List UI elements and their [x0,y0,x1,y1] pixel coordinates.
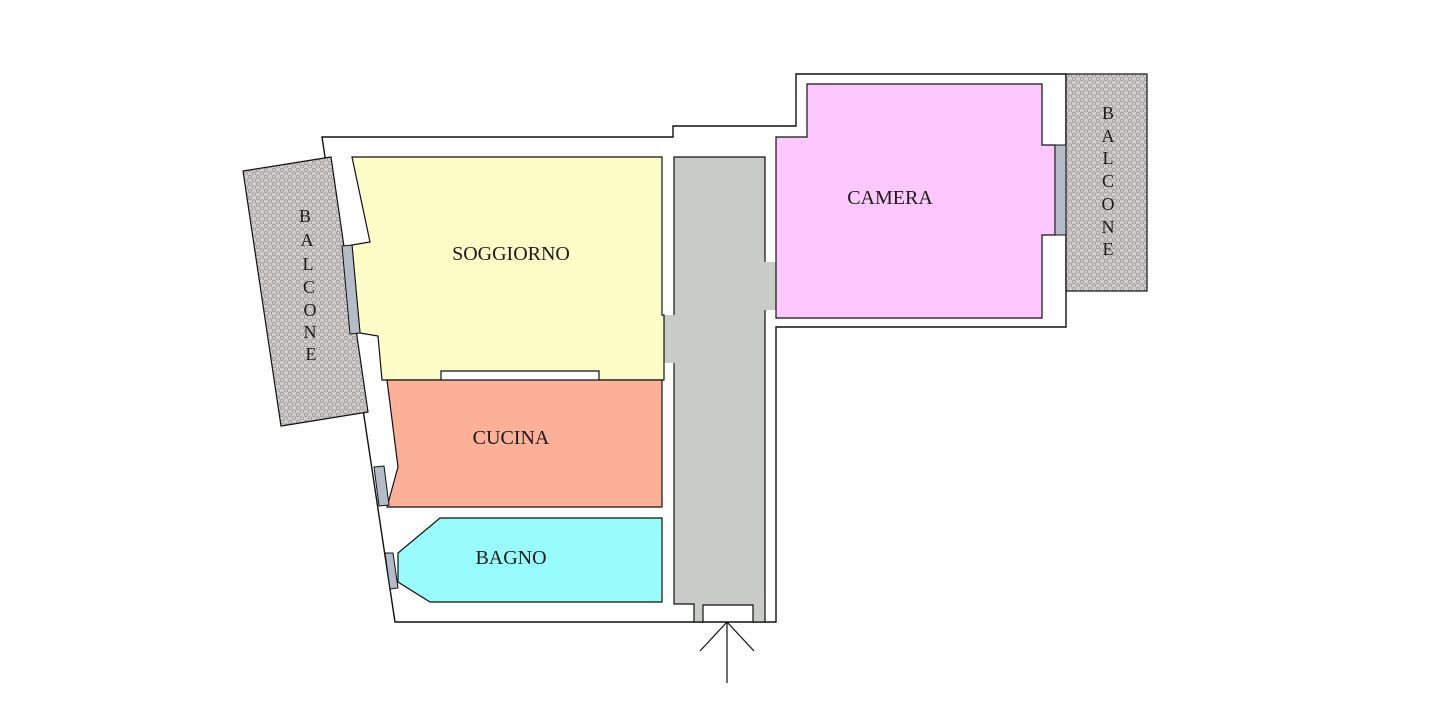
room-camera [775,83,1056,319]
balcony-left-label: B A L C O N E [299,206,317,364]
balcony-left-letter: L [303,254,314,274]
balcony-left-letter: N [304,322,317,342]
window-camera [1054,144,1067,236]
balcony-left-letter: B [299,206,311,226]
room-bagno [397,517,663,603]
corridor-opening-camera [763,262,779,310]
balcony-right-letter: B [1102,103,1114,123]
balcony-left-letter: A [301,230,314,250]
window-soggiorno [341,244,361,335]
room-cucina [386,379,663,508]
balcony-right [1065,73,1148,292]
balcony-right-letter: A [1102,126,1115,146]
balcony-right-letter: O [1102,194,1115,214]
window-cucina [373,465,390,507]
balcony-right-letter: L [1103,148,1114,168]
entrance-arrow-icon [699,621,755,683]
room-soggiorno [351,156,665,381]
room-label-bagno: BAGNO [475,547,546,569]
room-label-cucina: CUCINA [473,427,550,449]
room-label-camera: CAMERA [847,187,933,209]
balcony-right-letter: C [1102,171,1114,191]
corridor [673,156,766,623]
balcony-left-letter: E [306,344,317,364]
room-label-soggiorno: SOGGIORNO [452,243,570,265]
balcony-right-letter: N [1102,217,1115,237]
window-bagno [384,552,399,590]
balcony-left [242,156,369,427]
balcony-left-letter: O [304,300,317,320]
balcony-right-label: B A L C O N E [1102,103,1115,259]
balcony-left-letter: C [303,277,315,297]
balcony-right-letter: E [1103,239,1114,259]
